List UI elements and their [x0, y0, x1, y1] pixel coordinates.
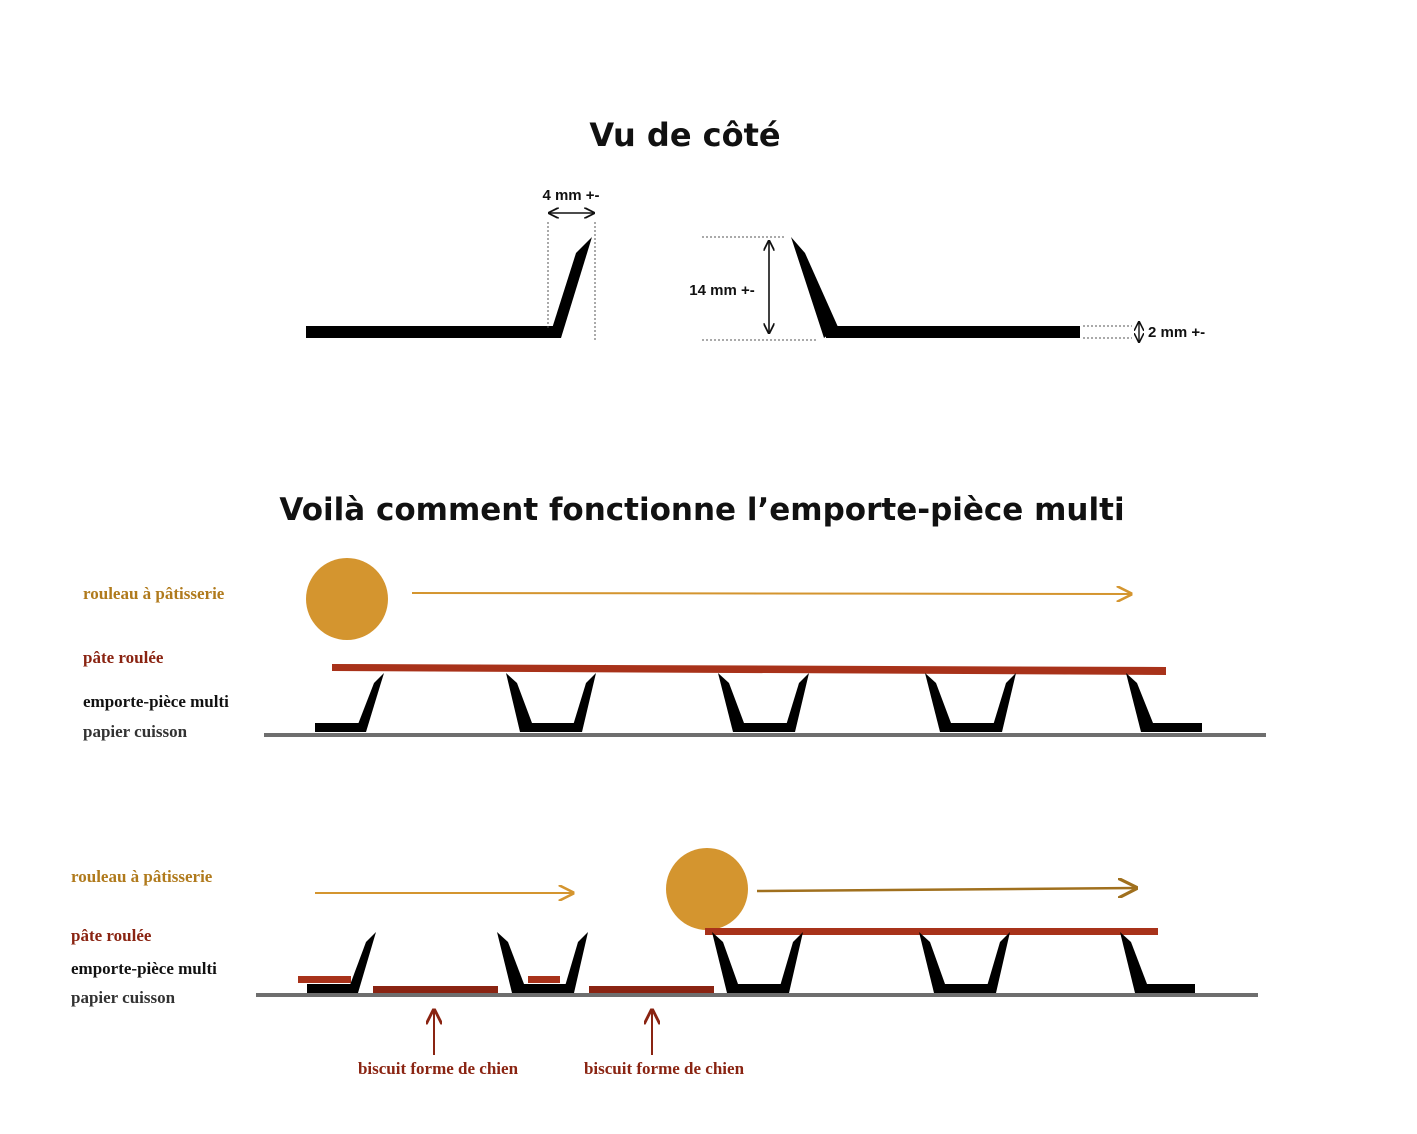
cutter-profile-left — [306, 237, 592, 338]
width-label: 4 mm +- — [542, 187, 599, 204]
biscuit-label: biscuit forme de chien — [584, 1059, 745, 1078]
label-paper: papier cuisson — [83, 722, 188, 741]
step-1: rouleau à pâtisserie pâte roulée emporte… — [83, 558, 1266, 741]
label-cutter: emporte-pièce multi — [83, 692, 229, 711]
label-dough: pâte roulée — [71, 926, 152, 945]
side-view-title: Vu de côté — [589, 116, 780, 154]
dough-scrap — [298, 976, 351, 983]
thickness-label: 2 mm +- — [1148, 324, 1205, 341]
thickness-dimension — [1083, 322, 1139, 342]
multi-cutter — [315, 673, 1202, 732]
rolled-dough — [332, 664, 1166, 675]
rolling-pin — [666, 848, 748, 930]
rolling-pin — [306, 558, 388, 640]
height-label: 14 mm +- — [689, 282, 754, 299]
how-it-works-title: Voilà comment fonctionne l’emporte-pièce… — [279, 492, 1124, 528]
label-rolling-pin: rouleau à pâtisserie — [71, 867, 213, 886]
label-dough: pâte roulée — [83, 648, 164, 667]
dough-scrap — [528, 976, 560, 983]
cut-biscuit — [373, 986, 498, 993]
rolled-dough — [705, 928, 1158, 935]
label-cutter: emporte-pièce multi — [71, 959, 217, 978]
rolling-direction-arrow — [411, 593, 1131, 594]
height-dimension — [702, 236, 816, 341]
rolling-direction-arrow-remaining — [756, 888, 1136, 891]
cutter-profile-right — [791, 237, 1080, 338]
width-dimension — [547, 213, 596, 340]
label-paper: papier cuisson — [71, 988, 176, 1007]
multi-cutter — [307, 932, 1195, 993]
label-rolling-pin: rouleau à pâtisserie — [83, 584, 225, 603]
cut-biscuit — [589, 986, 714, 993]
step-2: rouleau à pâtisserie pâte roulée emporte… — [71, 848, 1258, 1078]
biscuit-label: biscuit forme de chien — [358, 1059, 519, 1078]
